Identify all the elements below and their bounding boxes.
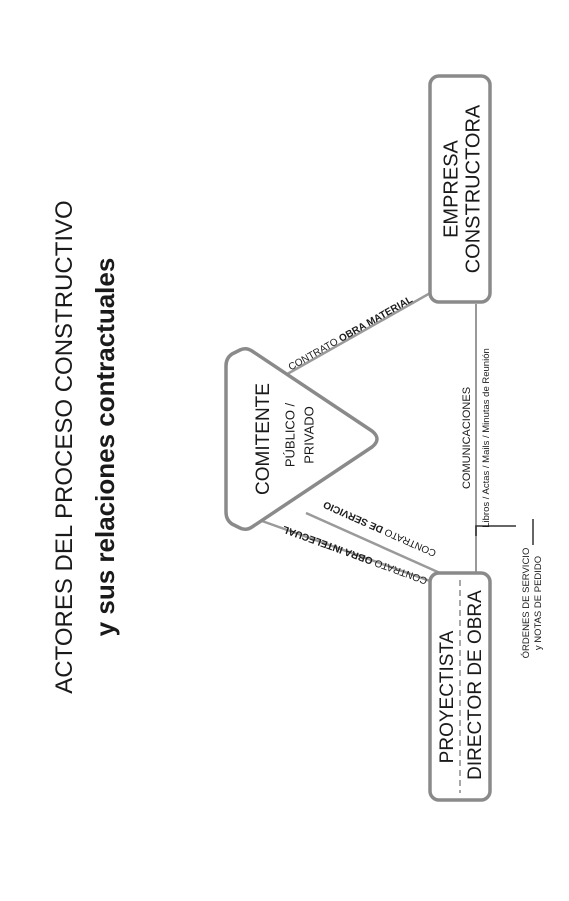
label-contrato-obra-intelectual: CONTRATO OBRA INTELECUAL [281, 523, 429, 586]
obra-intelectual-strong: OBRA INTELECUAL [281, 523, 374, 566]
line-comitente-proyectista-intelectual [261, 519, 431, 583]
proyectista-box [428, 571, 492, 802]
label-ordenes-2: y NOTAS DE PEDIDO [533, 556, 544, 650]
empresa-box [428, 74, 492, 304]
empresa-label-2: CONSTRUCTORA [462, 104, 484, 273]
comitente-type-2: PRIVADO [301, 406, 316, 464]
obra-material-strong: OBRA MATERIAL [337, 294, 414, 344]
title-line-2: y sus relaciones contractuales [90, 258, 120, 637]
servicio-prefix: CONTRATO [381, 525, 438, 559]
director-label: DIRECTOR DE OBRA [465, 590, 486, 780]
label-comunicaciones-detail: Libros / Actas / Mails / Minutas de Reun… [481, 348, 492, 528]
comitente-triangle [224, 346, 379, 532]
empresa-label-1: EMPRESA [440, 139, 462, 237]
obra-material-prefix: CONTRATO [287, 335, 343, 373]
label-comunicaciones: COMUNICACIONES [461, 387, 473, 489]
node-comitente: COMITENTE PÚBLICO / PRIVADO [224, 346, 379, 532]
proyectista-label: PROYECTISTA [437, 630, 458, 763]
title-line-1: ACTORES DEL PROCESO CONSTRUCTIVO [51, 200, 78, 693]
node-empresa-constructora: EMPRESA CONSTRUCTORA [428, 74, 492, 304]
comitente-label: COMITENTE [253, 383, 274, 495]
label-contrato-obra-material: CONTRATO OBRA MATERIAL [287, 294, 415, 373]
label-ordenes-1: ÓRDENES DE SERVICIO [521, 548, 532, 659]
comitente-type-1: PÚBLICO / [282, 402, 297, 467]
line-comitente-empresa [281, 290, 433, 379]
line-comitente-proyectista-servicio [305, 511, 441, 575]
line-ordenes [475, 525, 516, 536]
connector-lines [261, 290, 534, 583]
diagram-title: ACTORES DEL PROCESO CONSTRUCTIVO y sus r… [51, 200, 120, 693]
obra-intelectual-prefix: CONTRATO [371, 556, 429, 586]
servicio-strong: DE SERVICIO [322, 498, 385, 534]
node-proyectista-director: PROYECTISTA DIRECTOR DE OBRA [428, 571, 492, 802]
